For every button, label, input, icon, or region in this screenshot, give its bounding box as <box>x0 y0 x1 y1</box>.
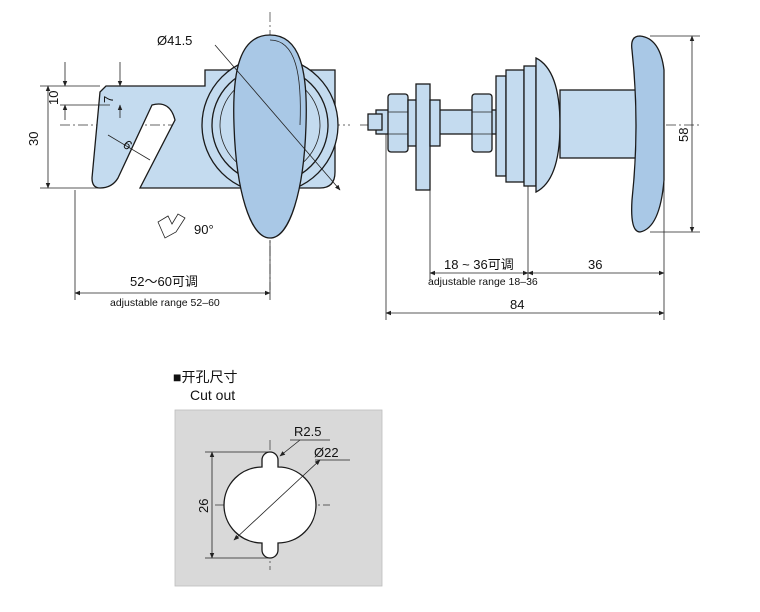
dim-84: 84 <box>510 297 524 312</box>
rotation-label: 90° <box>194 222 214 237</box>
body-ring-1 <box>495 75 507 177</box>
shaft <box>559 89 641 159</box>
plate <box>415 83 431 191</box>
cutout-section: ■开孔尺寸 Cut out R2.5 Ø22 26 <box>173 369 383 587</box>
range-18-36-en: adjustable range 18–36 <box>428 276 538 288</box>
dim-58: 58 <box>676 128 691 142</box>
cutout-diameter: Ø22 <box>314 445 339 460</box>
rotation-arrow-icon <box>157 213 186 239</box>
dim-7: 7 <box>101 96 116 103</box>
nut-2 <box>471 93 493 153</box>
washer-2 <box>429 99 441 147</box>
body-ring-3 <box>523 65 537 187</box>
side-view: Ø41.5 10 30 7 6 90° 52～60可调 adjustable r… <box>26 12 350 309</box>
diameter-label: Ø41.5 <box>157 33 192 48</box>
body-ring-2 <box>505 69 525 183</box>
t-handle <box>233 34 307 239</box>
t-handle-side <box>631 35 665 233</box>
cutout-dim-26: 26 <box>196 499 211 513</box>
dim-10: 10 <box>46 91 61 105</box>
cutout-radius: R2.5 <box>294 424 321 439</box>
cutout-title-cn: ■开孔尺寸 <box>173 369 237 385</box>
dim-36: 36 <box>588 257 602 272</box>
flange <box>535 56 561 194</box>
front-view: 58 18 ~ 36可调 adjustable range 18–36 36 8… <box>360 35 700 320</box>
range-label: 52～60可调 <box>130 274 198 289</box>
dim-30: 30 <box>26 132 41 146</box>
range-label-en: adjustable range 52–60 <box>110 297 220 309</box>
cutout-title-en: Cut out <box>190 387 235 403</box>
range-18-36: 18 ~ 36可调 <box>444 257 514 272</box>
nut-1 <box>387 93 409 153</box>
